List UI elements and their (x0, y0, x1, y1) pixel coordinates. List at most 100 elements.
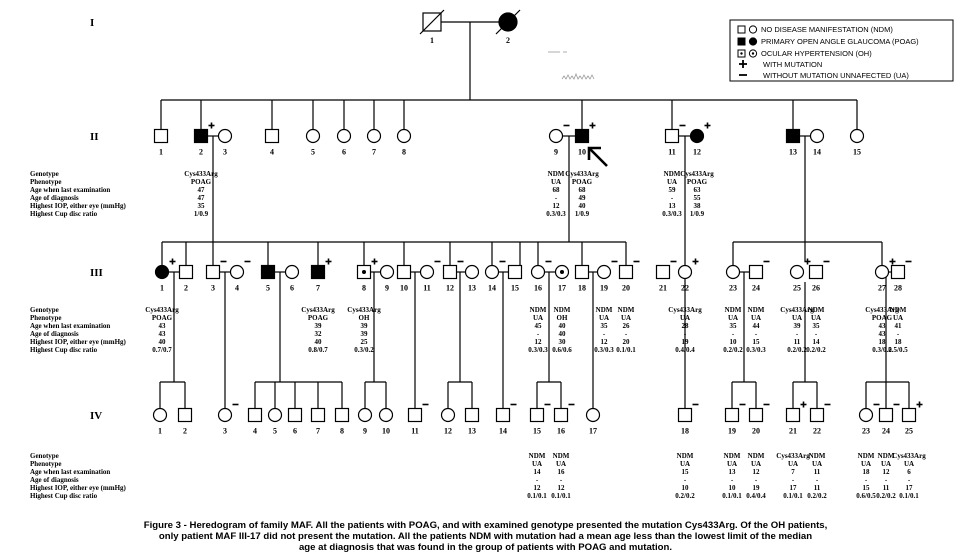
data-value: 63 (694, 186, 702, 194)
male-symbol (785, 407, 801, 423)
male-symbol (177, 407, 193, 423)
data-value: 47 (198, 194, 206, 202)
male-symbol (153, 128, 169, 144)
legend-circle-icon (748, 25, 758, 34)
individual-number: 1 (159, 148, 163, 157)
data-value: UA (751, 314, 761, 322)
individual-III-9: 9 (379, 264, 395, 293)
individual-IV-25: 25 (901, 401, 923, 436)
individual-number: 2 (506, 36, 510, 45)
data-value: - (755, 330, 758, 338)
row-label: Highest Cup disc ratio (30, 346, 98, 354)
male-symbol (748, 407, 764, 423)
data-value: NDM (596, 306, 613, 314)
scan-artifact (548, 51, 595, 80)
data-value: - (731, 476, 734, 484)
individual-IV-4: 4 (247, 407, 263, 436)
data-value: 43 (879, 322, 887, 330)
data-value: 0.3/0.3 (594, 346, 614, 354)
individual-number: 15 (853, 148, 861, 157)
individual-IV-14: 14 (495, 403, 517, 436)
individual-III-14: 14 (484, 260, 506, 293)
female-symbol (217, 407, 233, 423)
data-value: NDM (858, 452, 875, 460)
female-symbol (849, 128, 865, 144)
individual-number: 8 (340, 427, 344, 436)
data-value: 40 (579, 202, 587, 210)
data-value: 25 (361, 338, 369, 346)
female-symbol (548, 128, 564, 144)
generation-label: II (90, 131, 99, 143)
proband-arrow-icon (587, 146, 608, 167)
generation-label: I (90, 17, 94, 29)
individual-number: 3 (211, 284, 215, 293)
data-value: 18 (863, 468, 871, 476)
individual-number: 27 (878, 284, 886, 293)
individual-number: 17 (589, 427, 597, 436)
female-symbol (725, 264, 741, 280)
individual-IV-7: 7 (310, 407, 326, 436)
individual-IV-16: 16 (553, 403, 575, 436)
male-symbol (334, 407, 350, 423)
individual-III-27: 27 (874, 258, 896, 293)
individual-I-2: 2 (495, 9, 521, 45)
male-symbol (407, 407, 423, 423)
individual-number: 4 (235, 284, 239, 293)
individual-number: 21 (789, 427, 797, 436)
individual-number: 15 (511, 284, 519, 293)
individual-II-9: 9 (548, 124, 570, 157)
male-symbol (574, 264, 590, 280)
male-symbol (310, 407, 326, 423)
data-value: 14 (534, 468, 542, 476)
legend-item-minus: WITHOUT MUTATION UNNAFECTED (UA) (739, 71, 909, 80)
individual-IV-2: 2 (177, 407, 193, 436)
data-value: 0.1/0.1 (527, 492, 547, 500)
data-value: 0.2/0.2 (675, 492, 695, 500)
data-value: - (865, 476, 868, 484)
row-label: Age of diagnosis (30, 330, 79, 338)
data-value: 0.1/0.1 (899, 492, 919, 500)
data-value: 28 (682, 322, 690, 330)
male-symbol (724, 407, 740, 423)
legend-text: NO DISEASE MANIFESTATION (NDM) (761, 25, 893, 34)
male-symbol (574, 128, 590, 144)
data-value: NDM (530, 306, 547, 314)
data-value: 18 (895, 338, 903, 346)
individual-number: 3 (223, 427, 227, 436)
female-symbol (530, 264, 546, 280)
data-value: UA (532, 460, 542, 468)
female-symbol (585, 407, 601, 423)
individual-II-4: 4 (264, 128, 280, 157)
female-symbol (464, 264, 480, 280)
generation-label: III (90, 267, 103, 279)
female-symbol (484, 264, 500, 280)
individual-III-23: 23 (725, 264, 741, 293)
individual-III-24: 24 (748, 260, 770, 293)
individual-number: 20 (622, 284, 630, 293)
individual-II-14: 14 (809, 128, 825, 157)
data-value: 40 (559, 330, 567, 338)
data-value: UA (811, 314, 821, 322)
data-value: 18 (879, 338, 887, 346)
male-symbol (878, 407, 894, 423)
data-value: 39 (794, 322, 802, 330)
individual-number: 20 (752, 427, 760, 436)
data-value: 0.5/0.5 (888, 346, 908, 354)
individual-III-19: 19 (596, 260, 618, 293)
data-value: 35 (601, 322, 609, 330)
data-value: Cys433Arg (565, 170, 599, 178)
individual-III-11: 11 (419, 260, 441, 293)
legend-square-icon (737, 25, 746, 34)
data-value: - (796, 330, 799, 338)
data-value: NDM (748, 306, 765, 314)
caption-line-2: only patient MAF III-17 did not present … (158, 531, 813, 542)
